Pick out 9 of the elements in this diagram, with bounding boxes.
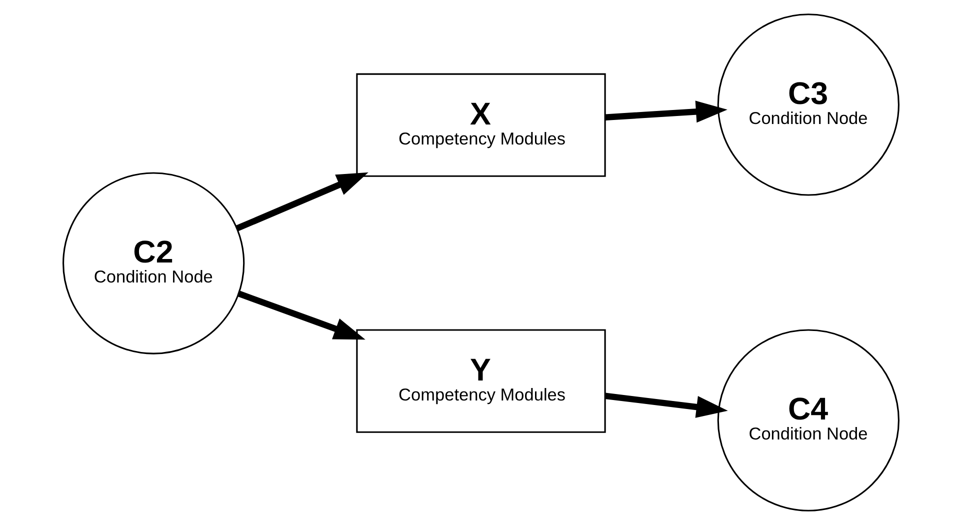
node-circle: C4 Condition Node [717, 329, 900, 512]
arrow [238, 290, 366, 340]
arrow [604, 100, 728, 123]
node-circle: C3 Condition Node [717, 14, 900, 196]
node-box: Y Competency Modules [356, 329, 606, 433]
arrow [236, 172, 368, 232]
node-circle: C2 Condition Node [62, 172, 245, 354]
arrow [604, 392, 728, 418]
node-box: X Competency Modules [356, 73, 606, 177]
